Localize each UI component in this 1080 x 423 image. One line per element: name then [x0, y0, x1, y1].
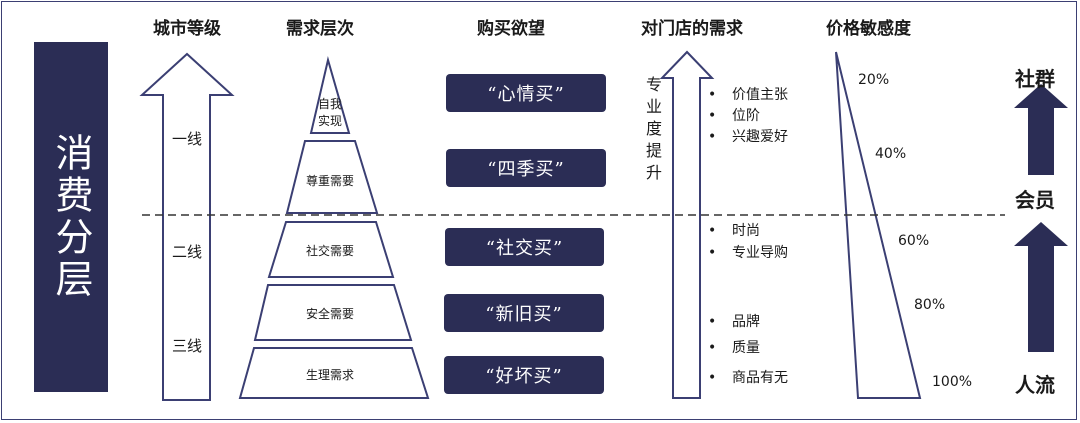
- price-pct-80: 80%: [914, 297, 946, 313]
- right-label-member: 会员: [1015, 188, 1055, 212]
- right-arrow-upper: [1014, 84, 1068, 175]
- price-pct-20: 20%: [858, 72, 890, 88]
- pyramid-tier-3: [267, 221, 395, 278]
- city-tier-3: 三线: [172, 337, 203, 355]
- side-title: 消费分层: [49, 133, 93, 301]
- price-pct-60: 60%: [898, 233, 930, 249]
- store-arrow-label: 专业度提升: [643, 76, 662, 186]
- desire-pill-4: “新旧买”: [444, 294, 604, 332]
- pyramid-label-1: 自我实现: [318, 97, 343, 128]
- pyramid-tier-4: [253, 284, 413, 341]
- desire-pill-3: “社交买”: [445, 228, 604, 266]
- right-label-community: 社群: [1015, 67, 1055, 91]
- price-pct-40: 40%: [875, 146, 907, 162]
- header-price: 价格敏感度: [826, 19, 911, 39]
- city-tier-1: 一线: [172, 130, 203, 148]
- store-need-brand: 品牌: [708, 311, 760, 331]
- header-desire: 购买欲望: [477, 19, 545, 39]
- city-tier-arrow: [139, 52, 235, 401]
- pyramid-label-3: 社交需要: [305, 244, 354, 258]
- city-tier-2: 二线: [172, 243, 203, 261]
- right-arrow-lower: [1014, 222, 1068, 352]
- pyramid-tier-5: [238, 347, 430, 399]
- pyramid-label-4: 安全需要: [305, 307, 354, 321]
- store-need-value: 价值主张: [708, 84, 788, 104]
- pyramid-tier-1: [309, 56, 351, 134]
- store-need-interest: 兴趣爱好: [708, 126, 788, 146]
- pyramid-tier-2: [285, 140, 379, 214]
- pyramid-label-2: 尊重需要: [305, 174, 354, 188]
- desire-pill-1: “心情买”: [446, 74, 606, 112]
- price-pct-100: 100%: [932, 374, 973, 390]
- pyramid-label-5: 生理需求: [305, 368, 354, 382]
- header-store: 对门店的需求: [641, 19, 743, 39]
- side-title-banner: 消费分层: [34, 42, 108, 392]
- desire-pill-5: “好坏买”: [444, 356, 604, 394]
- store-need-quality: 质量: [708, 337, 760, 357]
- header-city: 城市等级: [153, 19, 221, 39]
- right-label-traffic: 人流: [1015, 373, 1055, 397]
- store-need-guide: 专业导购: [708, 242, 788, 262]
- desire-pill-2: “四季买”: [446, 149, 606, 187]
- store-need-rank: 位阶: [708, 105, 760, 125]
- store-arrow: [659, 50, 715, 399]
- header-needs: 需求层次: [286, 19, 354, 39]
- store-need-fashion: 时尚: [708, 220, 760, 240]
- price-wedge: [835, 51, 922, 399]
- store-need-availability: 商品有无: [708, 367, 788, 387]
